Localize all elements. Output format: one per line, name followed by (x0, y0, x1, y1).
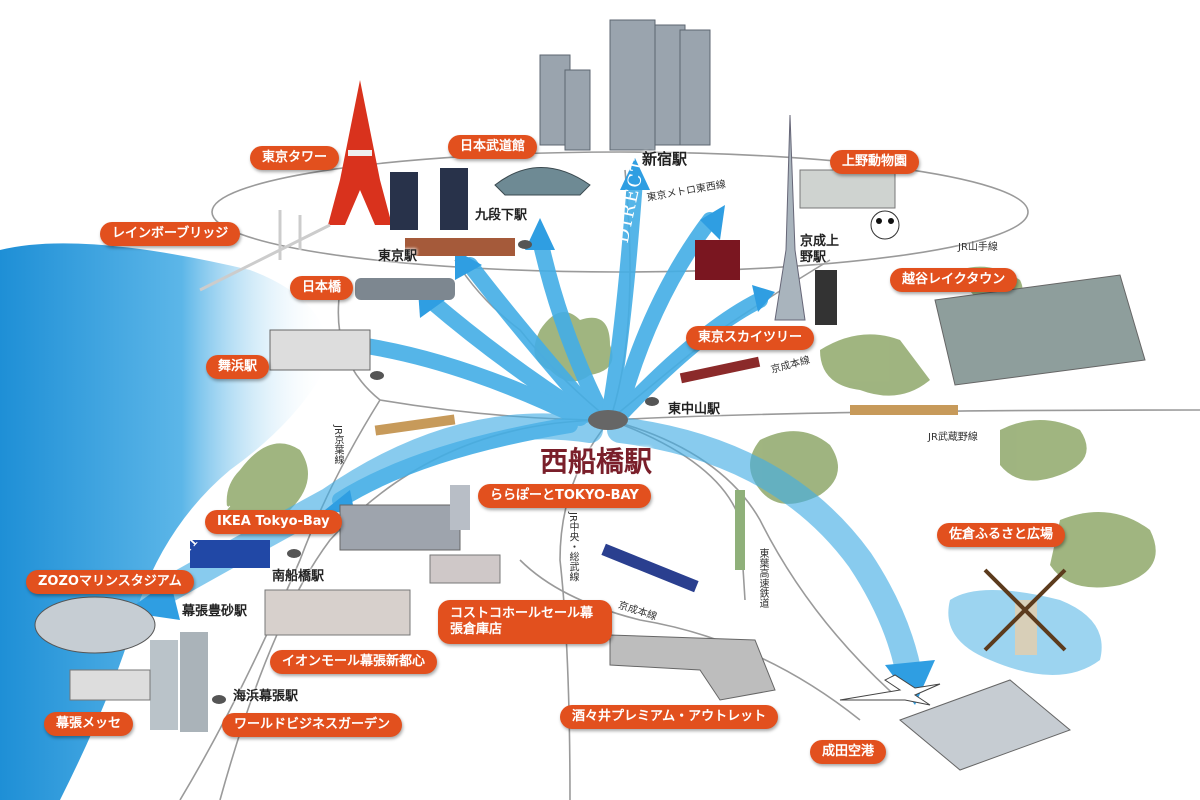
costco-icon (429, 554, 501, 584)
train-icon (679, 356, 761, 384)
nihonbashi-icon (355, 278, 455, 300)
windmill-icon (948, 568, 1102, 675)
station-shinjuku: 新宿駅 (642, 150, 688, 168)
label-shisui[interactable]: 酒々井プレミアム・アウトレット (560, 705, 779, 729)
station-dot (370, 371, 384, 380)
shinjuku-buildings-icon (539, 19, 711, 151)
label-aeon[interactable]: イオンモール幕張新都心 (270, 650, 438, 674)
maihama-station-icon (269, 329, 371, 371)
label-costco[interactable]: コストコホールセール幕張倉庫店 (438, 600, 612, 644)
station-makuhari-toyosuna: 幕張豊砂駅 (182, 604, 248, 619)
station-higashi-nakayama: 東中山駅 (668, 402, 721, 417)
label-rainbow-bridge[interactable]: レインボーブリッジ (100, 222, 241, 246)
aeon-mall-icon (264, 589, 411, 636)
station-dot (212, 695, 226, 704)
narita-airport-icon (899, 679, 1071, 771)
station-dot (287, 549, 301, 558)
direct-arrows (137, 172, 923, 693)
label-ueno-zoo[interactable]: 上野動物園 (830, 150, 920, 174)
label-budokan[interactable]: 日本武道館 (448, 135, 538, 159)
station-kudanshita: 九段下駅 (475, 208, 528, 223)
line-sobu: JR中央・総武線 (567, 512, 578, 582)
koshigaya-town-icon (934, 274, 1146, 386)
line-yamanote: JR山手線 (958, 242, 998, 253)
tokyo-tower-icon (328, 80, 392, 225)
tokyo-bay (0, 243, 330, 800)
main-station-label: 西船橋駅 (540, 445, 653, 478)
station-minami-funabashi: 南船橋駅 (272, 569, 325, 584)
skytree-icon (774, 114, 837, 325)
ueno-zoo-icon (799, 169, 896, 209)
tokyo-station-buildings-icon (390, 168, 468, 230)
train-icon (374, 414, 456, 436)
train-icon (601, 543, 699, 593)
airplane-icon (839, 674, 941, 706)
budokan-icon (494, 167, 591, 196)
label-nihonbashi[interactable]: 日本橋 (290, 276, 354, 300)
label-tokyo-tower[interactable]: 東京タワー (250, 146, 340, 170)
station-keisei-ueno: 京成上野駅 (800, 234, 840, 265)
shisui-outlet-icon (609, 634, 776, 701)
label-lalaport[interactable]: ららぽーとTOKYO-BAY (478, 484, 651, 508)
station-dot (645, 397, 659, 406)
line-musashino: JR武蔵野線 (928, 432, 978, 443)
label-makuhari-messe[interactable]: 幕張メッセ (44, 712, 134, 736)
station-dot (518, 240, 532, 249)
panda-icon (870, 210, 900, 240)
lalaport-building-icon (339, 504, 461, 551)
label-koshigaya[interactable]: 越谷レイクタウン (890, 268, 1018, 292)
train-icon (850, 405, 958, 415)
label-ikea[interactable]: IKEA Tokyo-Bay (205, 510, 342, 534)
label-sakura[interactable]: 佐倉ふるさと広場 (937, 523, 1066, 547)
lalaport-tower-icon (450, 485, 470, 530)
station-tokyo: 東京駅 (378, 249, 418, 264)
label-world-business[interactable]: ワールドビジネスガーデン (222, 713, 403, 737)
line-toyo-rapid: 東葉高速鉄道 (757, 548, 768, 608)
label-skytree[interactable]: 東京スカイツリー (686, 326, 815, 350)
line-keiyo: JR京葉線 (332, 425, 343, 465)
label-maihama[interactable]: 舞浜駅 (206, 355, 270, 379)
train-icon (735, 490, 745, 570)
rainbow-bridge-icon (199, 210, 331, 292)
makuhari-buildings-icon (34, 596, 208, 732)
tokyo-station-building-icon (405, 238, 515, 256)
label-narita[interactable]: 成田空港 (810, 740, 887, 764)
hub-icon (588, 410, 628, 430)
station-kaihin-makuhari: 海浜幕張駅 (233, 689, 299, 704)
landmarks (34, 19, 1146, 771)
ikea-store-icon (190, 540, 270, 568)
label-zozo[interactable]: ZOZOマリンスタジアム (26, 570, 194, 594)
ueno-gate-icon (695, 240, 740, 280)
